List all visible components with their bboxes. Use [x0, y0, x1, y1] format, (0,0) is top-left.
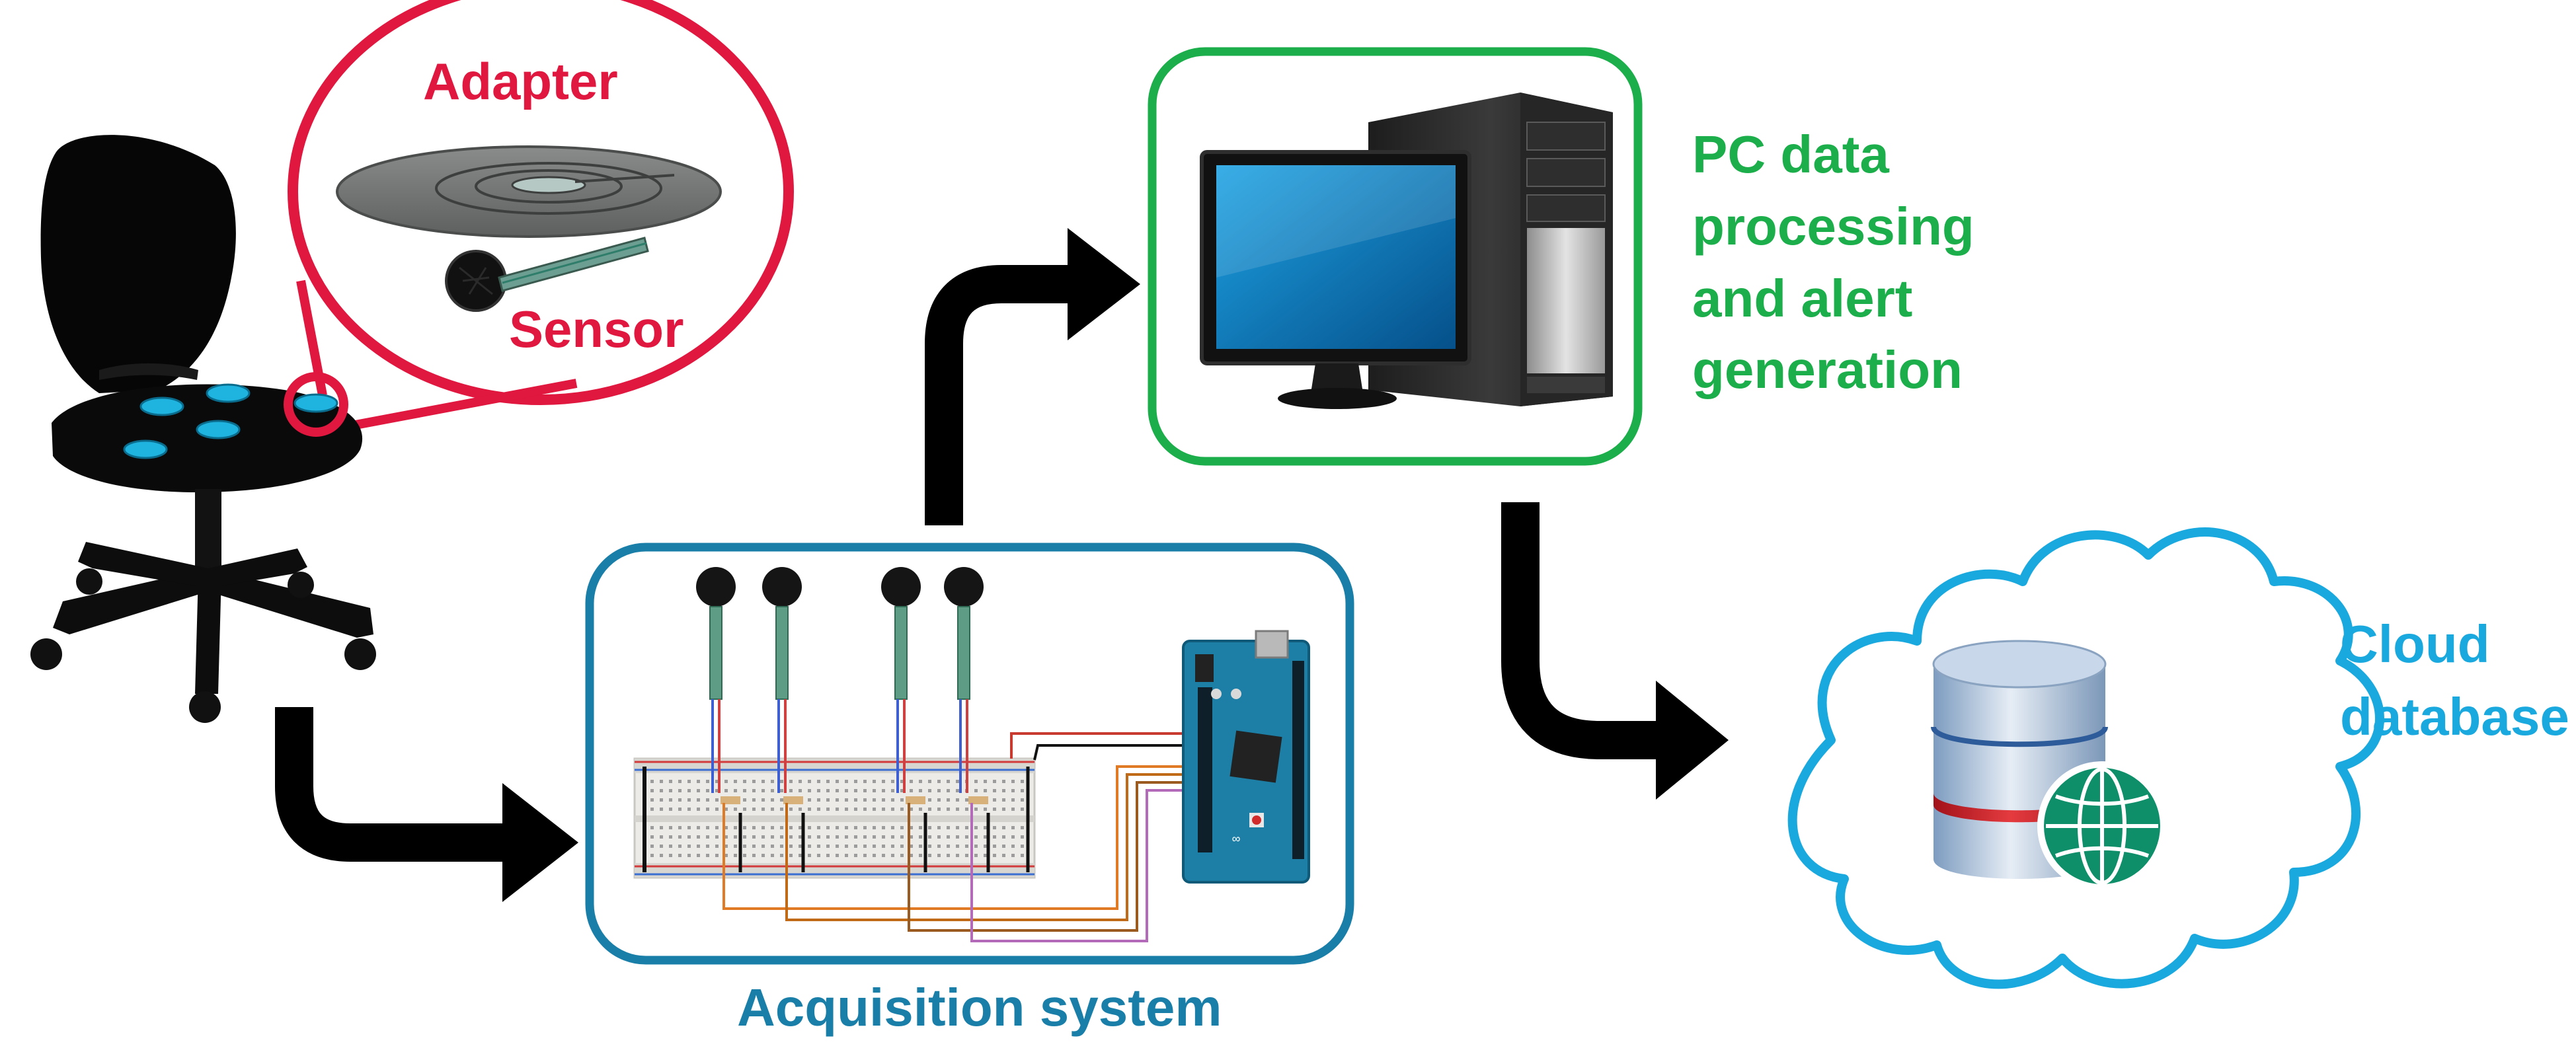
- adapter-label: Adapter: [423, 52, 618, 110]
- pc-label-line-4: generation: [1692, 340, 1963, 400]
- fsr-sensor-1: [696, 567, 736, 793]
- fsr-sensor-4: [944, 567, 984, 793]
- pc-label-line-1: PC data: [1692, 125, 1889, 184]
- pressure-sensor-icon: [445, 237, 649, 312]
- fsr-sensor-3: [881, 567, 921, 793]
- pc-label-line-3: and alert: [1692, 268, 1913, 328]
- zoom-connector-lower: [323, 379, 578, 435]
- arrow-acquisition-to-pc: [925, 228, 1140, 525]
- fsr-sensors: [696, 567, 984, 793]
- breadboard-icon: [633, 757, 1036, 879]
- seat-sensor-pads: [123, 383, 338, 459]
- cloud-label-line-2: database: [2340, 687, 2569, 747]
- acquisition-system-label: Acquisition system: [737, 978, 1222, 1037]
- arduino-board-icon: ∞: [1182, 630, 1310, 884]
- pc-label-line-2: processing: [1692, 196, 1974, 256]
- sensor-label: Sensor: [509, 300, 684, 358]
- signal-wires: [722, 732, 1190, 942]
- globe-icon: [2037, 761, 2167, 891]
- svg-text:∞: ∞: [1232, 832, 1241, 845]
- pc-processing-label: PC data processing and alert generation: [1692, 119, 1974, 406]
- highlighted-sensor-ring: [284, 372, 348, 437]
- cloud-database-label: Cloud database: [2340, 608, 2569, 754]
- desktop-pc-icon: [1200, 93, 1613, 409]
- arrow-pc-to-cloud: [1501, 502, 1729, 800]
- adapter-icon: [336, 145, 722, 238]
- cloud-label-line-1: Cloud: [2340, 615, 2490, 673]
- fsr-sensor-2: [762, 567, 802, 793]
- office-chair-icon: [30, 135, 376, 723]
- arrow-chair-to-acquisition: [275, 707, 578, 902]
